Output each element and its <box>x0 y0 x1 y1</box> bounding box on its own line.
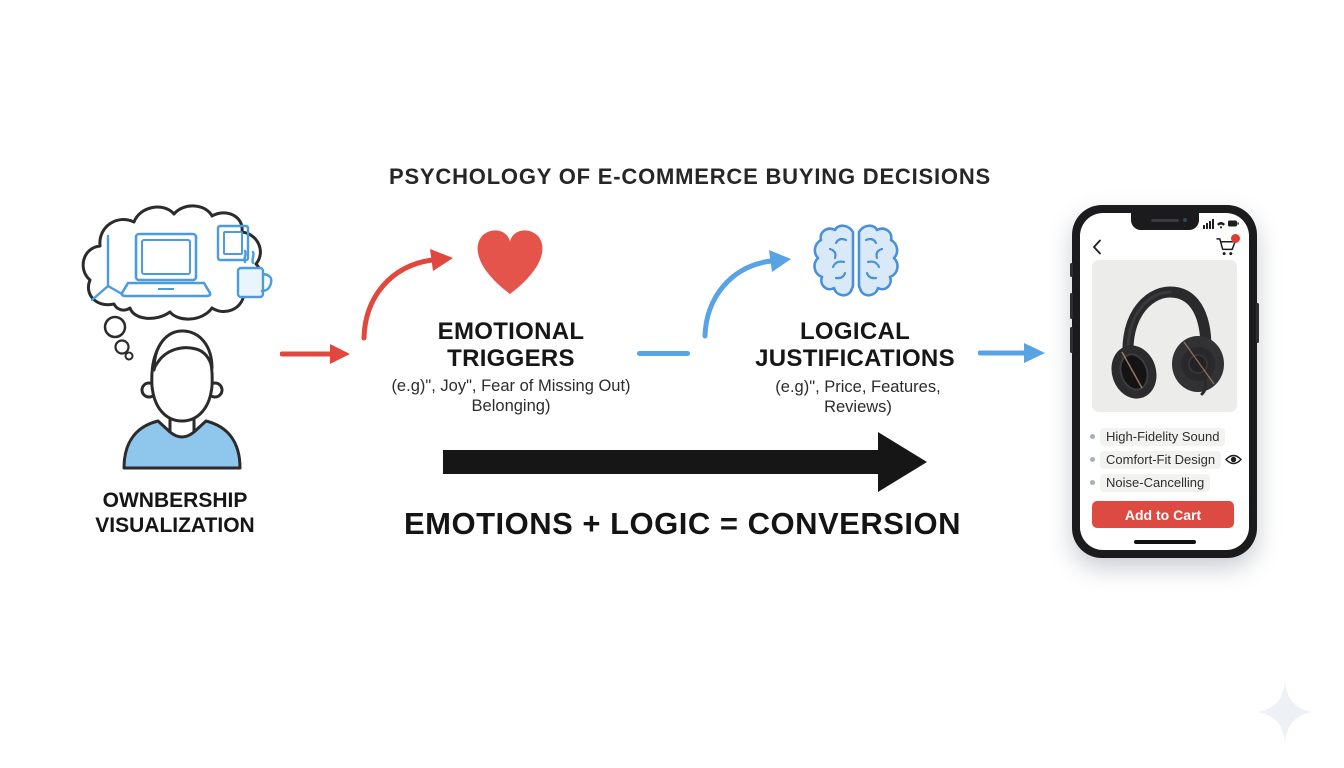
signal-icon <box>1203 225 1205 229</box>
battery-icon <box>1228 220 1237 227</box>
ownership-visualization-illustration <box>81 204 273 470</box>
person-icon <box>122 329 242 470</box>
phone-screen: High-Fidelity Sound Comfort-Fit Design N… <box>1080 213 1249 550</box>
phone-mute-switch <box>1070 263 1073 277</box>
phone-power-button <box>1256 303 1259 343</box>
emotional-triggers-subtitle: (e.g)", Joy", Fear of Missing Out) Belon… <box>391 377 631 415</box>
blue-arrow-right-icon <box>978 343 1045 363</box>
feature-list: High-Fidelity Sound Comfort-Fit Design N… <box>1090 425 1243 494</box>
headphones-image <box>1111 286 1224 399</box>
phone-volume-down-button <box>1070 327 1073 353</box>
phone-camera <box>1182 218 1187 222</box>
black-conversion-arrow-icon <box>443 432 927 492</box>
feature-row: Comfort-Fit Design <box>1090 448 1243 471</box>
blue-connector-line <box>637 351 690 356</box>
shirt <box>122 419 242 470</box>
back-chevron-icon[interactable] <box>1092 239 1102 255</box>
thought-bubble-icon <box>81 204 273 361</box>
cart-badge <box>1231 234 1240 243</box>
blue-curved-arrow-icon <box>702 250 791 339</box>
phone-mockup: High-Fidelity Sound Comfort-Fit Design N… <box>1070 205 1259 558</box>
feature-label: Noise-Cancelling <box>1100 473 1211 492</box>
sparkle-icon <box>1258 682 1312 742</box>
room-corner-lines <box>90 234 124 302</box>
phone-speaker <box>1150 219 1179 222</box>
ownership-label: OWNBERSHIP VISUALIZATION <box>95 489 255 537</box>
cart-button[interactable] <box>1216 234 1240 261</box>
wifi-icon <box>1217 222 1225 226</box>
product-image <box>1092 260 1237 412</box>
feature-row: Noise-Cancelling <box>1090 471 1243 494</box>
red-curved-arrow-icon <box>361 249 453 341</box>
coffee-mug-icon <box>236 249 273 299</box>
bullet-dot <box>1090 457 1095 462</box>
feature-label: High-Fidelity Sound <box>1100 427 1226 446</box>
feature-label: Comfort-Fit Design <box>1100 450 1222 469</box>
phone-nav-row <box>1092 234 1240 257</box>
home-indicator <box>1133 540 1196 544</box>
red-arrow-right-icon <box>280 344 350 364</box>
picture-frame-icon <box>216 224 250 262</box>
eye-icon[interactable] <box>1225 454 1243 465</box>
heart-icon <box>477 230 543 294</box>
laptop-icon <box>120 232 212 298</box>
add-to-cart-button[interactable]: Add to Cart <box>1092 501 1234 528</box>
page-title: PSYCHOLOGY OF E-COMMERCE BUYING DECISION… <box>388 164 991 189</box>
brain-icon <box>813 224 899 297</box>
emotional-triggers-title: EMOTIONAL TRIGGERS <box>437 318 585 372</box>
bullet-dot <box>1090 434 1095 439</box>
logical-justifications-subtitle: (e.g)", Price, Features, Reviews) <box>775 378 941 416</box>
phone-volume-up-button <box>1070 293 1073 319</box>
phone-notch <box>1130 213 1199 230</box>
logical-justifications-title: LOGICAL JUSTIFICATIONS <box>755 318 955 372</box>
bullet-dot <box>1090 480 1095 485</box>
feature-row: High-Fidelity Sound <box>1090 425 1243 448</box>
status-bar-icons <box>1203 219 1239 229</box>
conversion-formula: EMOTIONS + LOGIC = CONVERSION <box>403 506 962 541</box>
